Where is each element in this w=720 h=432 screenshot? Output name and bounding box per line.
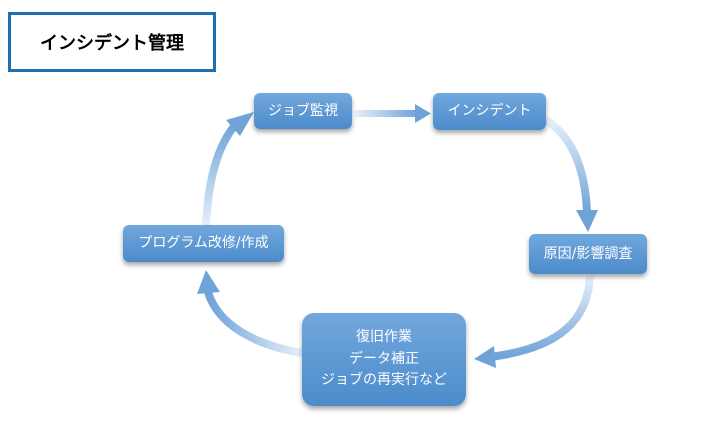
arrow-monitoring-to-incident — [355, 104, 431, 123]
arrow-root-cause-to-recovery — [474, 275, 594, 368]
node-program-fix-label: プログラム改修/作成 — [138, 235, 269, 252]
diagram-title: インシデント管理 — [8, 12, 216, 72]
node-root-cause-label: 原因/影響調査 — [543, 245, 633, 262]
node-recovery-line-1: 復旧作業 — [356, 328, 412, 345]
node-root-cause: 原因/影響調査 — [529, 234, 647, 274]
node-recovery-line-2: データ補正 — [349, 350, 419, 367]
node-job-monitoring: ジョブ監視 — [254, 93, 352, 129]
node-program-fix: プログラム改修/作成 — [123, 225, 284, 262]
node-recovery-line-3: ジョブの再実行など — [321, 372, 447, 389]
arrow-incident-to-root-cause — [543, 116, 598, 232]
node-recovery: 復旧作業 データ補正 ジョブの再実行など — [302, 313, 466, 406]
node-job-monitoring-label: ジョブ監視 — [268, 102, 338, 119]
arrow-program-fix-to-monitoring — [202, 112, 254, 227]
diagram-title-text: インシデント管理 — [40, 33, 184, 54]
node-incident: インシデント — [433, 93, 546, 130]
node-incident-label: インシデント — [447, 103, 532, 120]
arrow-recovery-to-program-fix — [197, 270, 303, 357]
